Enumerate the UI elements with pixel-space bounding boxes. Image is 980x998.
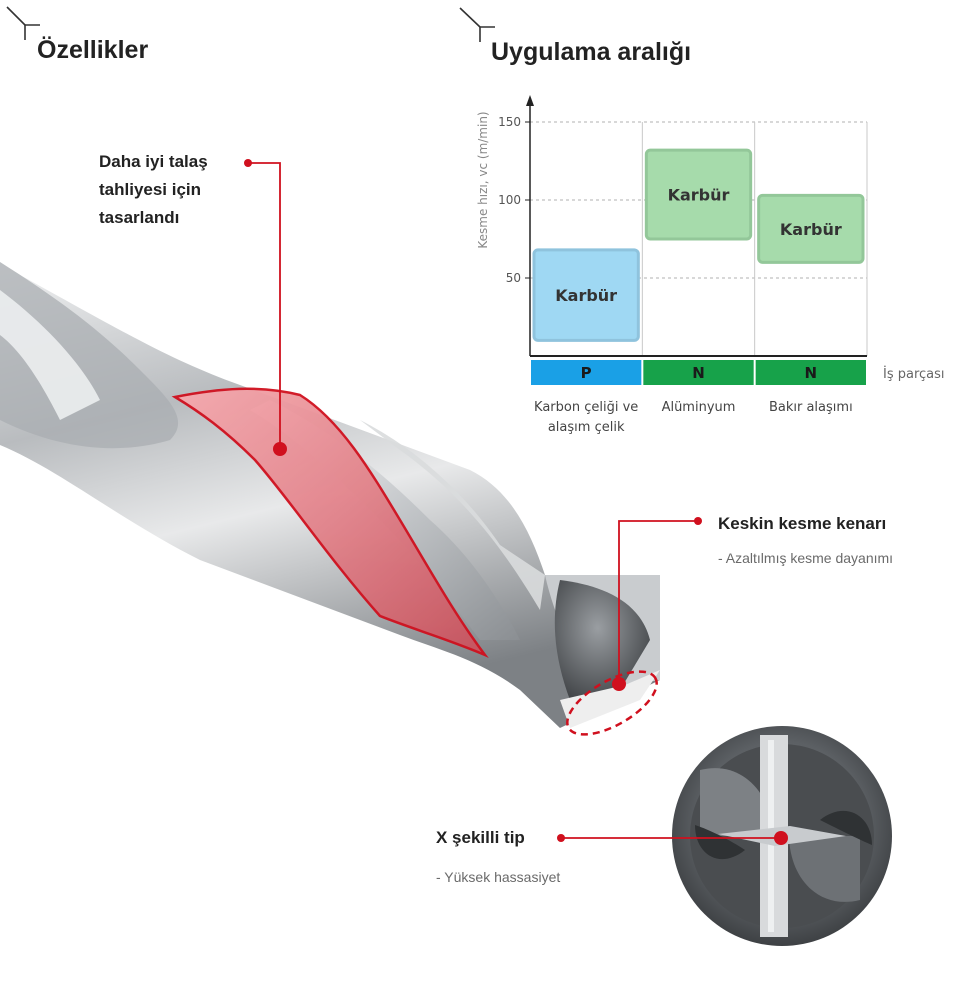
y-tick-label: 50 <box>506 271 521 285</box>
application-title: Uygulama aralığı <box>491 38 692 66</box>
y-tick-label: 150 <box>498 115 521 129</box>
callout-chip-line: tasarlandı <box>99 208 180 227</box>
category-band <box>531 360 642 385</box>
features-title: Özellikler <box>37 36 149 64</box>
category-band <box>755 360 866 385</box>
leader-lines <box>248 162 781 839</box>
corner-mark-application <box>459 7 495 42</box>
cutting-edge-marker <box>566 670 658 736</box>
callout-edge-sub: - Azaltılmış kesme dayanımı <box>718 550 894 566</box>
range-bar <box>644 148 753 241</box>
drill-tip-endview <box>672 726 892 946</box>
range-bar-label: Karbür <box>780 220 842 239</box>
category-name: alaşım çelik <box>548 420 625 435</box>
y-tick-label: 100 <box>498 193 521 207</box>
callout-chip-line: Daha iyi talaş <box>99 152 208 171</box>
category-band <box>643 360 754 385</box>
callout-chip-line: tahliyesi için <box>99 180 202 199</box>
range-bar <box>757 193 865 264</box>
chart-ticks: 50 100 150 <box>498 115 530 285</box>
range-bar-label: Karbür <box>668 186 730 205</box>
callout-chip-evacuation: Daha iyi talaş tahliyesi için tasarlandı <box>99 148 208 232</box>
corner-markers <box>6 6 495 42</box>
category-name: Karbon çeliği ve <box>534 400 638 415</box>
chart-xlabel: İş parçası <box>883 366 945 382</box>
chart-categories: P Karbon çeliği ve alaşım çelik N Alüminyum N… <box>531 360 866 435</box>
callout-tip-title: X şekilli tip <box>436 828 525 847</box>
corner-mark-features <box>6 6 40 40</box>
chart-axes <box>526 95 867 357</box>
chip-flute-highlight <box>171 387 489 658</box>
range-bar-label: Karbür <box>555 286 617 305</box>
callout-edge-title: Keskin kesme kenarı <box>718 514 887 533</box>
callout-dots <box>244 159 788 845</box>
callout-tip-sub: - Yüksek hassasiyet <box>436 869 561 885</box>
category-name: Alüminyum <box>662 400 736 415</box>
category-code: N <box>805 364 818 382</box>
chart-ylabel: Kesme hızı, vc (m/min) <box>476 111 490 248</box>
y-axis-arrow <box>526 95 534 106</box>
category-code: P <box>581 364 592 382</box>
category-code: N <box>692 364 705 382</box>
category-name: Bakır alaşımı <box>769 400 853 415</box>
range-bar <box>532 248 640 342</box>
